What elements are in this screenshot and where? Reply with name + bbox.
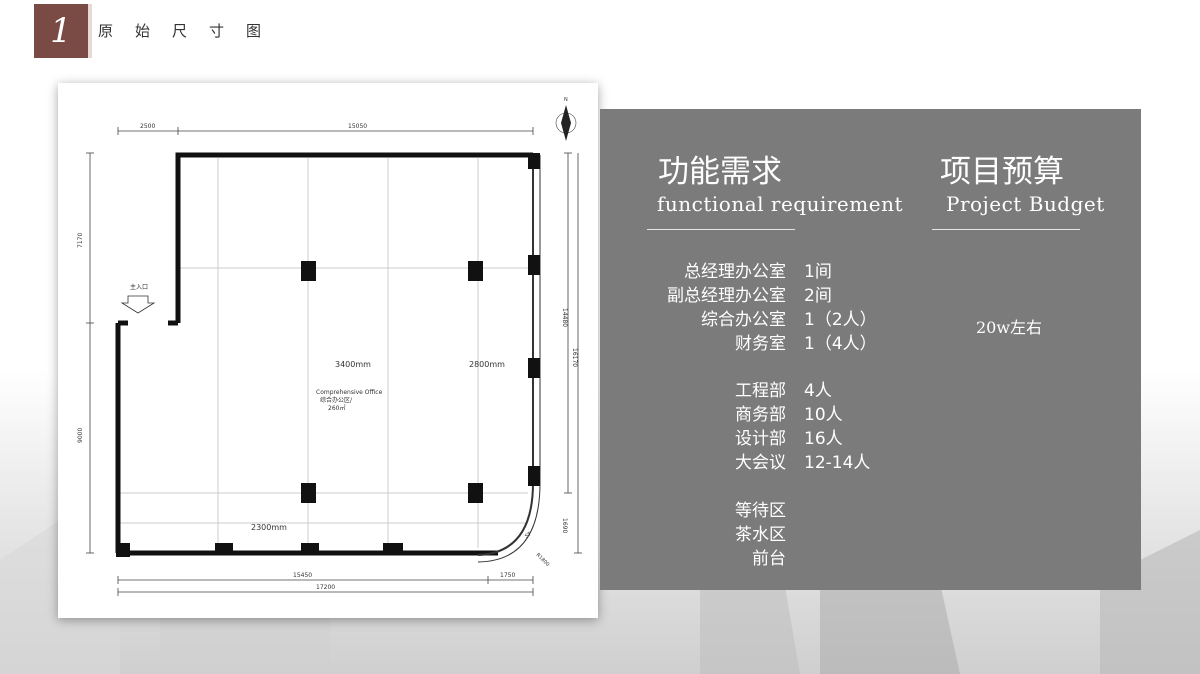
page-title: 原始尺寸图 [98,22,284,40]
requirement-label: 大会议 [735,453,786,473]
span-2300: 2300mm [251,523,287,532]
section-number: 1 [50,11,72,51]
section-number-badge: 1 [34,4,92,58]
requirement-value: 1（4人） [804,334,877,354]
floor-plan-drawing: N 2500 15050 15450 1750 17200 7170 9000 … [77,97,582,596]
budget-title-zh: 项目预算 [940,154,1064,190]
requirement-label: 财务室 [735,334,786,354]
dim-right-total: 16170 [571,348,578,367]
dim-bottom-first: 15450 [293,572,312,579]
dim-top-left: 2500 [140,123,155,130]
requirement-label: 前台 [752,549,786,569]
requirement-value: 4人 [804,381,832,401]
budget-amount: 20w左右 [976,318,1043,337]
requirement-label: 设计部 [735,429,786,449]
north-label: N [564,97,568,103]
requirement-value: 1间 [804,262,832,282]
requirement-value: 1（2人） [804,310,877,330]
requirement-label: 茶水区 [735,525,786,545]
entrance-label: 主入口 [130,283,148,291]
span-2800: 2800mm [469,360,505,369]
span-3400: 3400mm [335,360,371,369]
requirement-label: 等待区 [735,501,786,521]
requirement-label: 商务部 [735,405,786,425]
office-area: 260㎡ [328,404,345,412]
dim-bottom-second: 1750 [500,572,515,579]
dim-top-main: 15050 [348,123,367,130]
budget-title-en: Project Budget [946,192,1105,216]
office-label-zh: 综合办公区/ [320,396,353,404]
requirement-value: 2间 [804,286,832,306]
dim-corner-2: ST [524,531,533,540]
requirement-title-en: functional requirement [657,192,903,216]
requirement-divider [647,229,795,230]
dim-bottom-total: 17200 [316,584,335,591]
office-label-en: Comprehensive Office [316,389,383,396]
requirement-title-zh: 功能需求 [658,154,782,190]
requirement-value: 16人 [804,429,843,449]
requirement-label: 综合办公室 [701,310,786,330]
requirement-value: 12-14人 [804,453,871,473]
requirement-label: 工程部 [735,381,786,401]
requirement-label: 总经理办公室 [684,262,786,282]
dim-left-lower: 9000 [77,428,84,443]
dim-right-lower: 1690 [561,518,568,533]
dim-corner-radius: R1800 [535,552,551,568]
dim-right-main: 14480 [561,308,568,327]
info-panel [600,109,1141,590]
requirement-label: 副总经理办公室 [667,286,786,306]
dim-left-upper: 7170 [77,233,84,248]
north-arrow-icon [555,105,577,141]
floor-plan-card: N 2500 15050 15450 1750 17200 7170 9000 … [58,83,598,618]
requirement-value: 10人 [804,405,843,425]
budget-divider [932,229,1080,230]
